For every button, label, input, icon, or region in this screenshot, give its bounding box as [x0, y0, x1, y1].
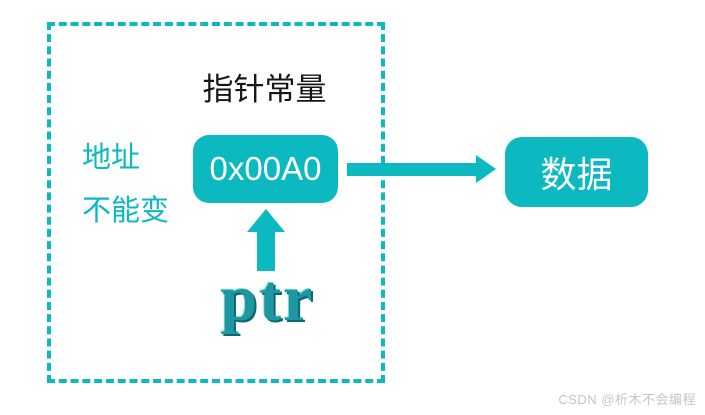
data-box: 数据: [505, 137, 648, 207]
pointer-constant-region: [47, 22, 385, 383]
up-arrow-icon: [257, 231, 275, 271]
pointer-variable-label: ptr: [220, 262, 315, 335]
address-note-line-1: 地址: [82, 142, 141, 174]
data-value: 数据: [540, 154, 613, 195]
region-title: 指针常量: [202, 72, 327, 107]
address-box: 0x00A0: [193, 135, 338, 203]
right-arrow-head-icon: [476, 155, 496, 183]
watermark: CSDN @析木不会编程: [558, 392, 696, 407]
right-arrow-icon: [347, 163, 476, 176]
up-arrow-head-icon: [247, 209, 285, 232]
address-value: 0x00A0: [209, 150, 322, 187]
address-note-line-2: 不能变: [82, 195, 170, 227]
